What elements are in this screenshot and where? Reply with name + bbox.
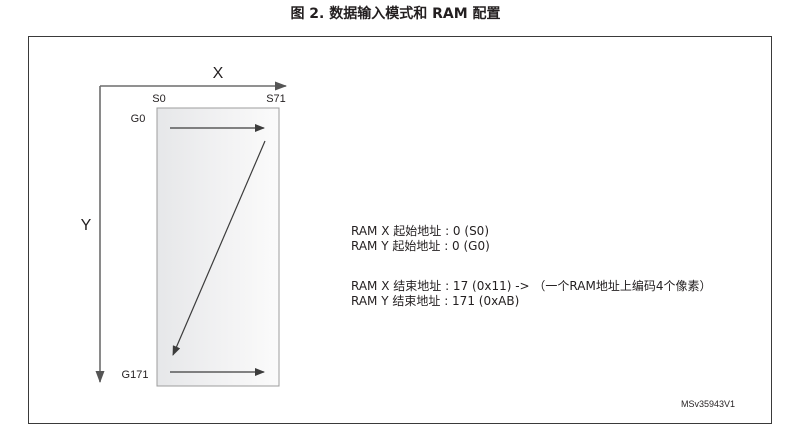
figure-title: 图 2. 数据输入模式和 RAM 配置 [290, 6, 501, 22]
figure-reference: MSv35943V1 [681, 399, 736, 409]
ram-x-end-note: RAM X 结束地址 : 17 (0x11) -> （一个RAM地址上编码4个像… [351, 279, 712, 293]
row-start-label: G0 [131, 113, 146, 125]
x-axis-label: X [213, 65, 224, 82]
y-axis-label: Y [81, 217, 92, 234]
column-end-label: S71 [266, 93, 286, 105]
column-start-label: S0 [152, 93, 165, 105]
ram-x-start-note: RAM X 起始地址 : 0 (S0) [351, 224, 490, 238]
ram-y-end-note: RAM Y 结束地址 : 171 (0xAB) [351, 294, 520, 308]
ram-y-start-note: RAM Y 起始地址 : 0 (G0) [351, 239, 490, 253]
diagonal-return-arrow [172, 140, 266, 356]
row-end-label: G171 [122, 369, 149, 381]
diagram-frame [28, 36, 772, 424]
